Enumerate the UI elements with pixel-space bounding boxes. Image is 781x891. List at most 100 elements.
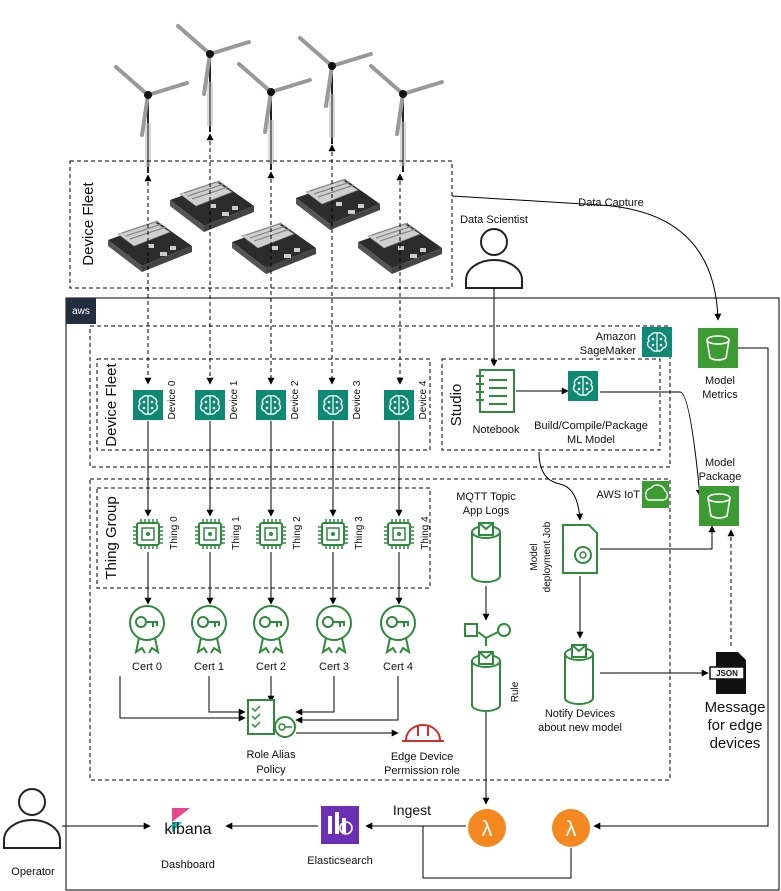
wind-turbine-icon	[298, 36, 373, 146]
notebook-label: Notebook	[472, 424, 520, 436]
thing-group-box	[96, 487, 431, 589]
json-icon-text: JSON	[716, 669, 738, 678]
sagemaker-edge-device-icon	[317, 389, 349, 421]
sagemaker-icon	[641, 326, 673, 358]
device-0: Device 0	[132, 380, 178, 421]
svg-text:Thing 1: Thing 1	[231, 516, 242, 550]
aws-cloud-box	[65, 297, 780, 891]
sagemaker-label: Amazon	[596, 331, 636, 343]
aws-iot-icon	[642, 481, 669, 508]
certificate-icon	[253, 605, 289, 654]
svg-text:Package: Package	[699, 471, 742, 483]
aws-iot-label: AWS IoT	[596, 489, 640, 501]
thing-1: Thing 1	[194, 516, 242, 550]
svg-text:Device 2: Device 2	[290, 380, 301, 419]
svg-text:devices: devices	[710, 735, 761, 752]
svg-text:Policy: Policy	[256, 764, 286, 776]
sagemaker-edge-device-icon	[132, 389, 164, 421]
iot-thing-icon	[194, 518, 226, 550]
role-alias-label: Role Alias	[247, 749, 296, 761]
svg-text:λ: λ	[482, 816, 493, 841]
svg-text:Thing 4: Thing 4	[420, 516, 431, 550]
device-3: Device 3	[317, 380, 363, 421]
device-fleet-label: Device Fleet	[103, 362, 120, 446]
model-package-bucket-icon	[698, 485, 740, 527]
svg-text:Thing 2: Thing 2	[292, 516, 303, 550]
thing-0: Thing 0	[132, 516, 180, 550]
deployment-job-icon	[562, 524, 598, 574]
aws-iot-box	[89, 478, 671, 781]
edge-board-icon	[107, 220, 193, 273]
svg-text:Thing 3: Thing 3	[354, 516, 365, 550]
iot-thing-icon	[317, 518, 349, 550]
dashboard-label: Dashboard	[161, 859, 215, 871]
iot-rule-topic-icon	[471, 651, 501, 712]
notify-devices-label: Notify Devices	[545, 708, 616, 720]
notify-lambda: λ	[552, 809, 590, 847]
ingest-lambda: λ	[468, 809, 506, 847]
message-label: Message	[705, 699, 766, 716]
svg-text:App Logs: App Logs	[463, 505, 510, 517]
svg-text:Cert 4: Cert 4	[383, 661, 413, 673]
wind-turbine-icon	[237, 62, 312, 172]
kibana-logo-icon	[172, 808, 190, 832]
edge-board-icon	[169, 180, 255, 233]
thing-3: Thing 3	[317, 516, 365, 550]
kibana-label: kibana	[164, 821, 211, 838]
wind-turbine-icon	[176, 24, 251, 134]
iam-role-hardhat-icon	[402, 724, 444, 742]
svg-text:Device 1: Device 1	[229, 380, 240, 419]
svg-text:about new model: about new model	[538, 722, 622, 734]
iot-thing-icon	[132, 518, 164, 550]
wind-turbine-icon	[369, 64, 444, 174]
certificate-icon	[129, 605, 165, 654]
svg-text:Device 0: Device 0	[167, 380, 178, 419]
device-4: Device 4	[383, 380, 429, 421]
device-fleet-box	[96, 358, 431, 451]
svg-text:Permission role: Permission role	[384, 765, 460, 777]
studio-label: Studio	[448, 384, 465, 427]
device-fleet-top-label: Device Fleet	[80, 181, 97, 265]
notebook-icon	[476, 369, 515, 413]
role-alias-policy-icon	[247, 699, 296, 738]
wind-turbine-icon	[114, 65, 189, 175]
svg-text:Device 3: Device 3	[352, 380, 363, 419]
model-metrics-bucket-icon	[697, 327, 739, 369]
edge-board-icon	[231, 222, 317, 275]
rule-label: Rule	[510, 681, 521, 702]
svg-text:Thing 0: Thing 0	[169, 516, 180, 550]
mqtt-topic-label: MQTT Topic	[456, 491, 516, 503]
sagemaker-box	[89, 325, 671, 468]
cert-4: Cert 4	[380, 605, 416, 673]
thing-4: Thing 4	[383, 516, 431, 550]
edge-role-label: Edge Device	[391, 751, 453, 763]
notify-topic-icon	[564, 644, 594, 705]
iot-thing-icon	[383, 518, 415, 550]
certificate-icon	[380, 605, 416, 654]
mqtt-topic-icon	[471, 522, 501, 583]
build-model-label: Build/Compile/Package	[534, 420, 648, 432]
svg-text:Device 4: Device 4	[418, 380, 429, 419]
thing-group-label: Thing Group	[103, 496, 120, 579]
svg-text:Cert 1: Cert 1	[194, 661, 224, 673]
cert-3: Cert 3	[316, 605, 352, 673]
svg-text:deployment Job: deployment Job	[542, 521, 553, 592]
elasticsearch-label: Elasticsearch	[307, 855, 372, 867]
certificate-icon	[316, 605, 352, 654]
svg-text:ML Model: ML Model	[567, 434, 615, 446]
operator-label: Operator	[11, 866, 55, 878]
svg-text:for edge: for edge	[707, 717, 762, 734]
aws-logo	[66, 298, 96, 324]
certificate-icon	[191, 605, 227, 654]
studio-box	[441, 358, 661, 451]
svg-text:Metrics: Metrics	[702, 389, 738, 401]
svg-text:Cert 2: Cert 2	[256, 661, 286, 673]
operator-icon	[3, 788, 61, 849]
thing-2: Thing 2	[255, 516, 303, 550]
build-model-icon	[567, 370, 599, 402]
device-1: Device 1	[194, 380, 240, 421]
svg-text:λ: λ	[566, 816, 577, 841]
data-scientist-icon	[465, 228, 523, 289]
sagemaker-edge-device-icon	[194, 389, 226, 421]
